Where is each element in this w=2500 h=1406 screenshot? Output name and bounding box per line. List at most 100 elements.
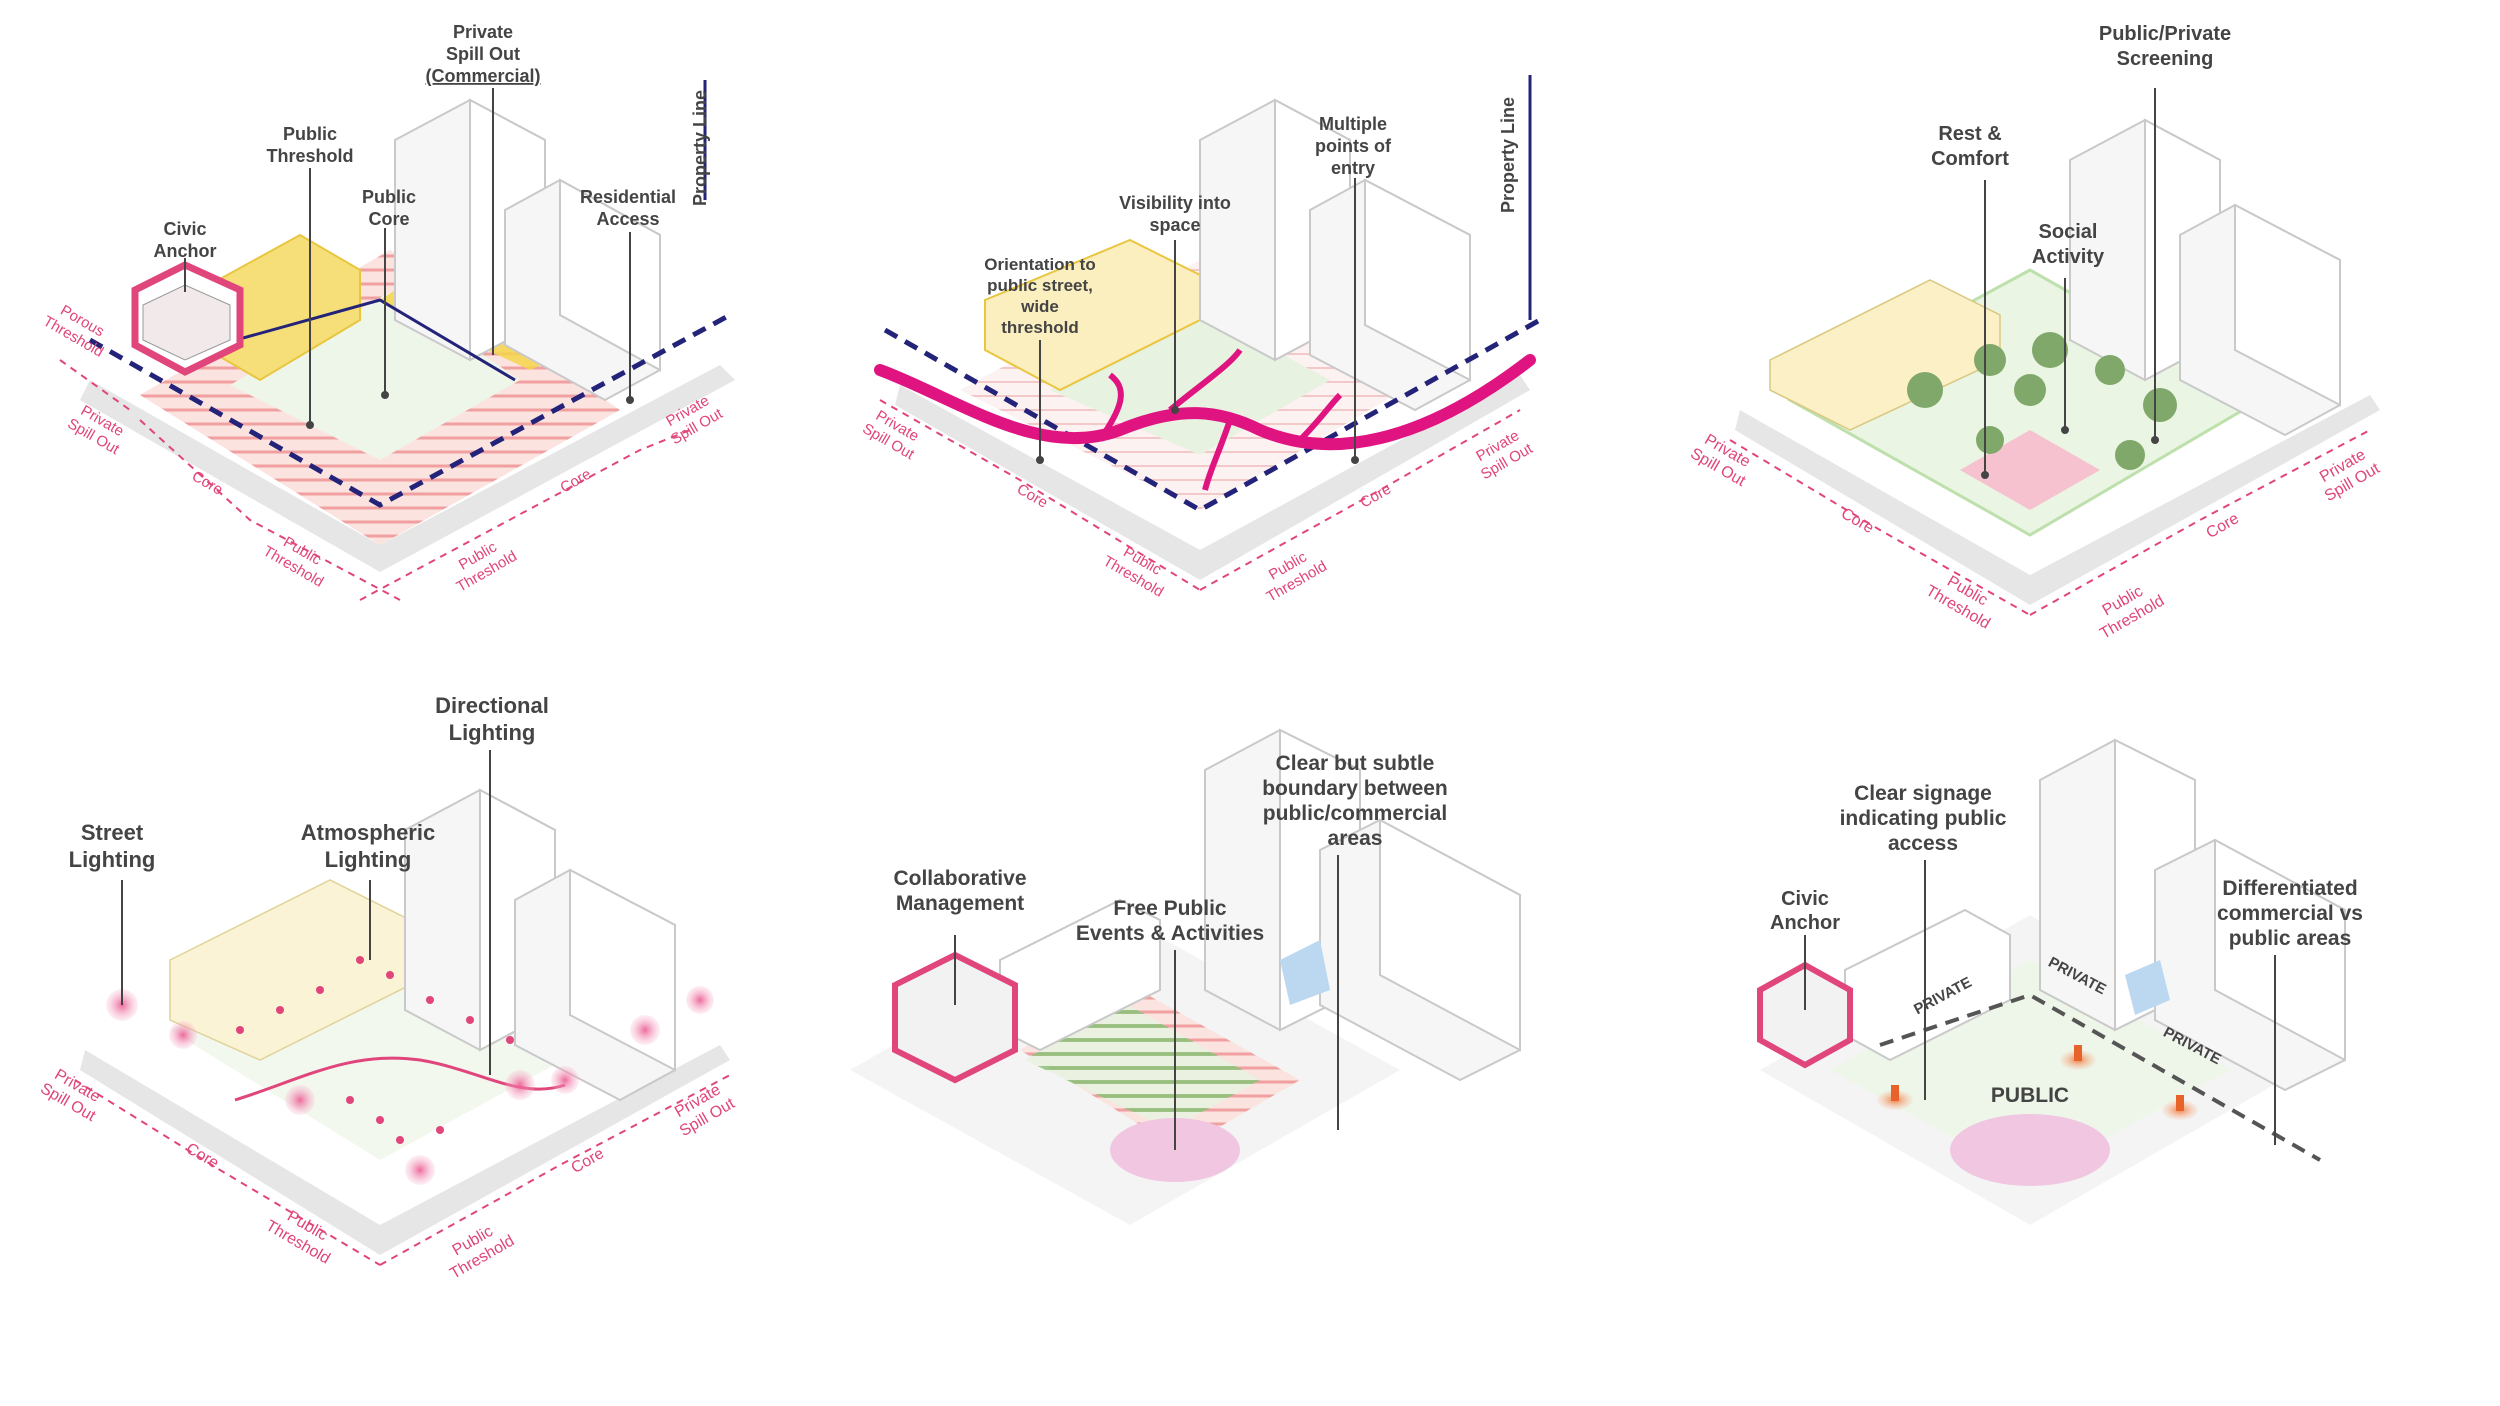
panel-threshold-zones: Private Spill Out (Commercial) Public Th… bbox=[40, 22, 735, 601]
trees bbox=[1907, 332, 2177, 470]
callout-rest-l2: Comfort bbox=[1931, 148, 2009, 170]
svg-text:Anchor: Anchor bbox=[1770, 912, 1840, 934]
svg-text:points of: points of bbox=[1315, 136, 1392, 156]
road-right bbox=[1200, 375, 1530, 580]
leader-dot bbox=[1351, 456, 1359, 464]
core-boundary bbox=[199, 298, 516, 382]
svg-text:Anchor: Anchor bbox=[154, 241, 217, 261]
svg-text:Screening: Screening bbox=[2117, 48, 2214, 70]
callout-civic-anchor-l1: Civic bbox=[1781, 888, 1829, 910]
svg-text:PrivateSpill Out: PrivateSpill Out bbox=[2312, 443, 2383, 505]
road-left bbox=[1735, 410, 2030, 605]
leader-dot bbox=[2061, 426, 2069, 434]
callout-boundary-l4: areas bbox=[1328, 827, 1383, 850]
panel-rest-social: Public/Private Screening Rest & Comfort … bbox=[1687, 23, 2383, 643]
svg-text:Clear signage: Clear signage bbox=[1854, 782, 1992, 805]
leader-dot bbox=[1036, 456, 1044, 464]
road-right bbox=[2030, 395, 2380, 605]
zone-core-right: Core bbox=[2203, 510, 2242, 542]
road-right bbox=[380, 365, 735, 572]
svg-text:public/commercial: public/commercial bbox=[1263, 802, 1447, 825]
svg-text:wide: wide bbox=[1020, 297, 1059, 316]
svg-text:PrivateSpill Out: PrivateSpill Out bbox=[1469, 424, 1536, 483]
svg-text:Street: Street bbox=[81, 820, 144, 845]
svg-text:Access: Access bbox=[596, 209, 659, 229]
callout-events-l1: Free Public bbox=[1113, 897, 1227, 920]
svg-text:PublicThreshold: PublicThreshold bbox=[1255, 542, 1330, 606]
callout-boundary-l1: Clear but subtle bbox=[1276, 752, 1435, 775]
svg-text:commercial vs: commercial vs bbox=[2217, 902, 2363, 925]
svg-text:Activity: Activity bbox=[2032, 246, 2105, 268]
svg-text:PorousThreshold: PorousThreshold bbox=[40, 297, 115, 361]
callout-directional-l2: Lighting bbox=[449, 720, 536, 745]
callout-public-core-l2: Core bbox=[368, 209, 409, 229]
svg-text:threshold: threshold bbox=[1001, 318, 1078, 337]
callout-social-l2: Activity bbox=[2032, 246, 2105, 268]
svg-text:entry: entry bbox=[1331, 158, 1375, 178]
callout-orientation-l2: public street, bbox=[987, 276, 1093, 295]
svg-text:Core: Core bbox=[368, 209, 409, 229]
svg-text:public street,: public street, bbox=[987, 276, 1093, 295]
zone-line bbox=[879, 399, 1201, 591]
callout-private-spill-out-l3: (Commercial) bbox=[425, 66, 540, 86]
svg-text:PublicThreshold: PublicThreshold bbox=[445, 532, 520, 596]
svg-text:PrivateSpill Out: PrivateSpill Out bbox=[1687, 429, 1758, 491]
zone-line bbox=[359, 429, 691, 601]
road-right bbox=[380, 1045, 730, 1255]
svg-text:areas: areas bbox=[1328, 827, 1383, 850]
zone-line bbox=[379, 1074, 731, 1266]
callout-residential-access-l2: Access bbox=[596, 209, 659, 229]
svg-text:Events & Activities: Events & Activities bbox=[1076, 922, 1264, 945]
callout-atmospheric-l1: Atmospheric bbox=[301, 820, 435, 845]
svg-text:Comfort: Comfort bbox=[1931, 148, 2009, 170]
panel-management-events: Clear but subtle boundary between public… bbox=[850, 728, 1521, 1225]
callout-multiple-entry-l2: points of bbox=[1315, 136, 1392, 156]
boundary-marker bbox=[1280, 940, 1330, 1005]
branch-path bbox=[1168, 348, 1243, 413]
residential-tower-b-face bbox=[2234, 203, 2341, 407]
residential-tower-b-face bbox=[2214, 838, 2346, 1062]
svg-text:Orientation to: Orientation to bbox=[984, 255, 1095, 274]
callout-signage-l3: access bbox=[1888, 832, 1958, 855]
svg-text:Spill Out: Spill Out bbox=[446, 44, 520, 64]
branch-path bbox=[1097, 372, 1124, 442]
callout-public-core-l1: Public bbox=[362, 187, 416, 207]
svg-text:PUBLIC: PUBLIC bbox=[1991, 1084, 2069, 1107]
svg-text:Clear but subtle: Clear but subtle bbox=[1276, 752, 1435, 775]
callout-boundary-l2: boundary between bbox=[1262, 777, 1448, 800]
svg-text:PublicThreshold: PublicThreshold bbox=[2088, 576, 2168, 643]
svg-text:Civic: Civic bbox=[163, 219, 206, 239]
panel-signage-differentiation: Clear signage indicating public access C… bbox=[1757, 738, 2363, 1225]
panel-lighting: Directional Lighting Street Lighting Atm… bbox=[37, 693, 738, 1283]
callout-visibility-l1: Visibility into bbox=[1119, 193, 1231, 213]
callout-atmospheric-l2: Lighting bbox=[325, 847, 412, 872]
leader-dot bbox=[2151, 436, 2159, 444]
property-line bbox=[88, 312, 732, 508]
svg-text:Civic: Civic bbox=[1781, 888, 1829, 910]
svg-text:Threshold: Threshold bbox=[266, 146, 353, 166]
callout-private-spill-out-l1: Private bbox=[453, 22, 513, 42]
svg-text:Lighting: Lighting bbox=[449, 720, 536, 745]
callout-differentiated-l2: commercial vs bbox=[2217, 902, 2363, 925]
callout-property-line: Property Line bbox=[690, 90, 710, 206]
callout-directional-l1: Directional bbox=[435, 693, 549, 718]
svg-text:boundary between: boundary between bbox=[1262, 777, 1448, 800]
svg-text:(Commercial): (Commercial) bbox=[425, 66, 540, 86]
road-left bbox=[80, 1050, 380, 1255]
callout-public-threshold-l1: Public bbox=[283, 124, 337, 144]
road-left bbox=[80, 380, 380, 572]
callout-civic-anchor-l2: Anchor bbox=[154, 241, 217, 261]
svg-text:Free Public: Free Public bbox=[1113, 897, 1227, 920]
residential-tower-b-face bbox=[1379, 818, 1521, 1052]
residential-tower-b-face bbox=[559, 178, 661, 372]
branch-path bbox=[1297, 392, 1343, 443]
signage-beacons bbox=[1877, 1045, 2198, 1120]
leader-dot bbox=[1981, 471, 1989, 479]
svg-text:Management: Management bbox=[896, 892, 1024, 915]
callout-private-spill-out-l2: Spill Out bbox=[446, 44, 520, 64]
zone-line bbox=[1199, 409, 1521, 591]
zone-line bbox=[139, 419, 401, 601]
callout-events-l2: Events & Activities bbox=[1076, 922, 1264, 945]
management-green bbox=[1025, 1000, 1260, 1130]
